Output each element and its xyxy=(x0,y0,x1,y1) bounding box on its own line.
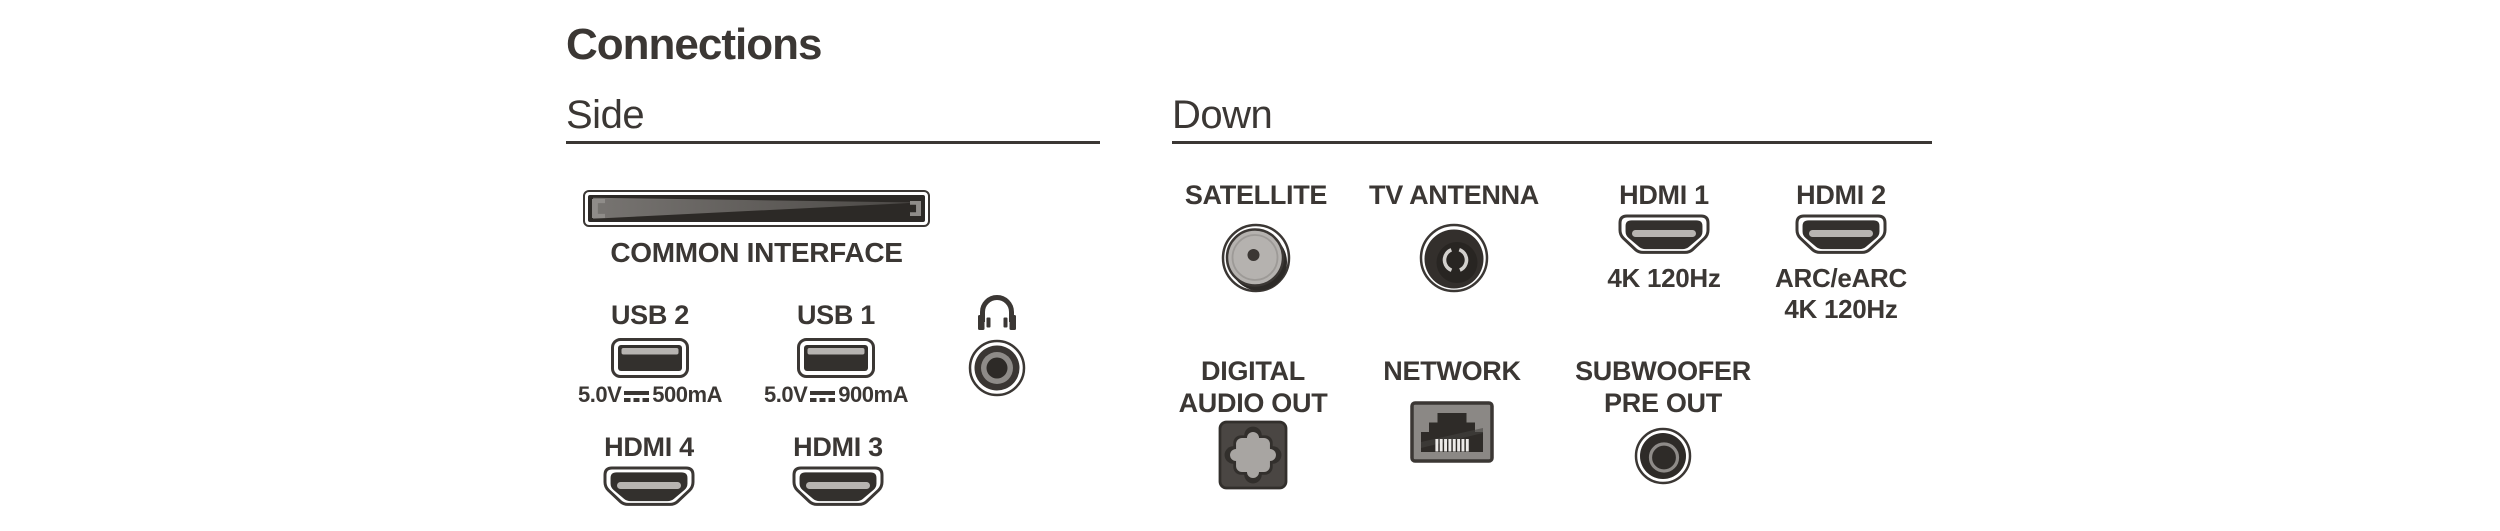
section-heading-side: Side xyxy=(566,93,645,137)
hdmi3-port-group: HDMI 3 xyxy=(713,431,963,512)
usb2-power-rating: 5.0V 500mA xyxy=(525,382,775,408)
usb2-label: USB 2 xyxy=(610,300,690,330)
hdmi4-port-group: HDMI 4 xyxy=(524,431,774,512)
page-title: Connections xyxy=(566,20,822,69)
down-section-divider xyxy=(1172,141,1932,144)
satellite-label: SATELLITE xyxy=(1184,180,1328,210)
common-interface-slot-opening xyxy=(588,195,925,222)
usb1-port-group: USB 1 5.0V 900mA xyxy=(711,299,961,408)
dc-current-icon xyxy=(624,390,650,403)
ethernet-rj45-port-icon xyxy=(1410,401,1494,463)
subwoofer-pre-out-group: SUBWOOFER PRE OUT xyxy=(1538,355,1788,485)
digital-audio-out-group: DIGITAL AUDIO OUT xyxy=(1128,355,1378,490)
slot-highlight xyxy=(593,197,919,219)
hdmi1-spec: 4K 120Hz xyxy=(1607,263,1721,293)
usb2-voltage: 5.0V xyxy=(578,382,622,407)
hdmi2-spec-arc: ARC/eARC xyxy=(1775,263,1907,293)
subwoofer-label-line1: SUBWOOFER xyxy=(1575,356,1751,386)
common-interface-slot-icon xyxy=(583,190,930,227)
hdmi1-label: HDMI 1 xyxy=(1619,180,1709,210)
hdmi1-port-group: HDMI 1 4K 120Hz xyxy=(1539,179,1789,294)
hdmi3-label: HDMI 3 xyxy=(793,432,883,462)
tv-antenna-port-group: TV ANTENNA xyxy=(1329,179,1579,297)
slot-right-cap xyxy=(910,201,921,216)
rca-jack-icon xyxy=(1634,427,1692,485)
digital-audio-out-label-line2: AUDIO OUT xyxy=(1178,388,1328,418)
usb1-label: USB 1 xyxy=(796,300,876,330)
usb2-port-group: USB 2 5.0V 500mA xyxy=(525,299,775,408)
usb1-power-rating: 5.0V 900mA xyxy=(711,382,961,408)
headphone-jack-icon xyxy=(968,339,1026,397)
hdmi-port-icon xyxy=(792,466,884,512)
hdmi2-port-group: HDMI 2 ARC/eARC 4K 120Hz xyxy=(1716,179,1966,325)
hdmi4-label: HDMI 4 xyxy=(604,432,694,462)
hdmi2-label: HDMI 2 xyxy=(1796,180,1886,210)
dc-current-icon xyxy=(810,390,836,403)
network-label: NETWORK xyxy=(1383,356,1521,386)
digital-audio-out-label-line1: DIGITAL xyxy=(1201,356,1305,386)
hdmi-port-icon xyxy=(1618,214,1710,260)
network-port-group: NETWORK xyxy=(1327,355,1577,463)
hdmi-port-icon xyxy=(1795,214,1887,260)
subwoofer-label-line2: PRE OUT xyxy=(1604,388,1722,418)
tv-antenna-label: TV ANTENNA xyxy=(1369,180,1539,210)
usb-port-icon xyxy=(611,338,689,378)
headphones-icon xyxy=(974,292,1020,332)
side-section-divider xyxy=(566,141,1100,144)
hdmi2-spec-4k: 4K 120Hz xyxy=(1784,294,1898,324)
common-interface-label: COMMON INTERFACE xyxy=(610,237,903,268)
usb-port-icon xyxy=(797,338,875,378)
section-heading-down: Down xyxy=(1172,93,1273,137)
tv-antenna-connector-icon xyxy=(1418,221,1490,297)
toslink-optical-port-icon xyxy=(1218,420,1288,490)
usb1-voltage: 5.0V xyxy=(764,382,808,407)
usb1-current: 900mA xyxy=(838,382,908,407)
usb2-current: 500mA xyxy=(652,382,722,407)
satellite-port-group: SATELLITE xyxy=(1131,179,1381,297)
satellite-connector-icon xyxy=(1220,221,1292,297)
hdmi-port-icon xyxy=(603,466,695,512)
